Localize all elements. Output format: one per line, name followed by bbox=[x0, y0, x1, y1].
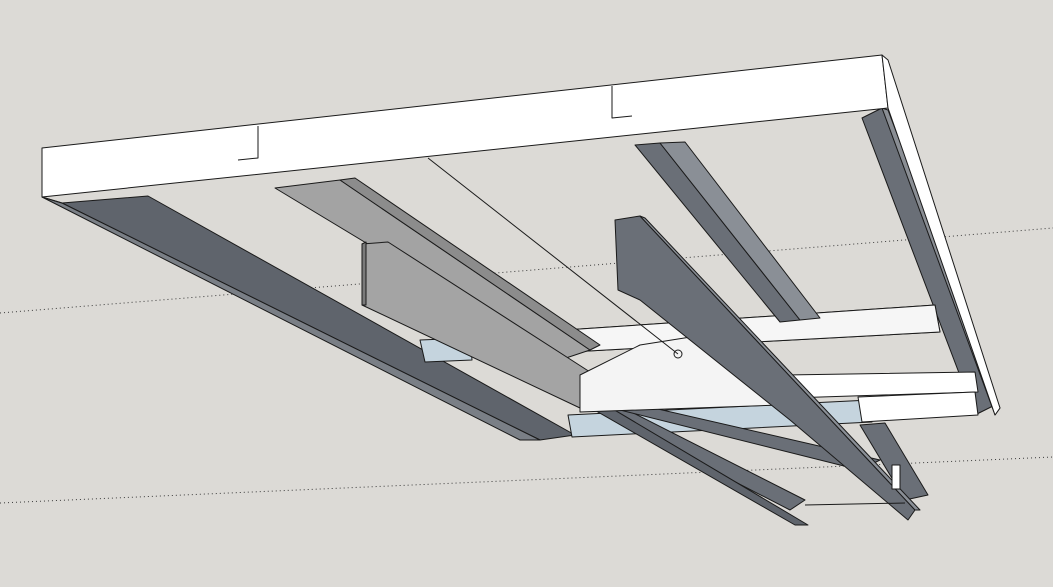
cross-member-bottom bbox=[857, 391, 979, 423]
end-plate bbox=[891, 464, 901, 490]
frame-right-inner-face bbox=[861, 107, 996, 416]
notch-mark-left bbox=[237, 126, 259, 161]
center-beam-side bbox=[339, 177, 601, 351]
right-c-channel-flange bbox=[639, 215, 921, 511]
right-rail-b bbox=[659, 141, 821, 321]
frame-top bbox=[41, 54, 1001, 416]
cable-lines bbox=[427, 157, 906, 506]
left-c-channel-flange bbox=[361, 241, 367, 306]
axis-guides bbox=[0, 227, 1053, 504]
right-c-channel bbox=[614, 215, 921, 521]
red-axis-guide bbox=[0, 227, 1053, 314]
notch-mark-right bbox=[611, 86, 633, 119]
frame-top-face bbox=[41, 54, 889, 198]
frame-corner-edge bbox=[41, 196, 63, 204]
frame-top-right-end bbox=[881, 54, 1001, 416]
lower-rail-d bbox=[859, 422, 929, 501]
bolt-hole-icon bbox=[673, 349, 683, 359]
bottom-cable bbox=[804, 502, 906, 506]
diagonal-cable bbox=[427, 157, 679, 355]
